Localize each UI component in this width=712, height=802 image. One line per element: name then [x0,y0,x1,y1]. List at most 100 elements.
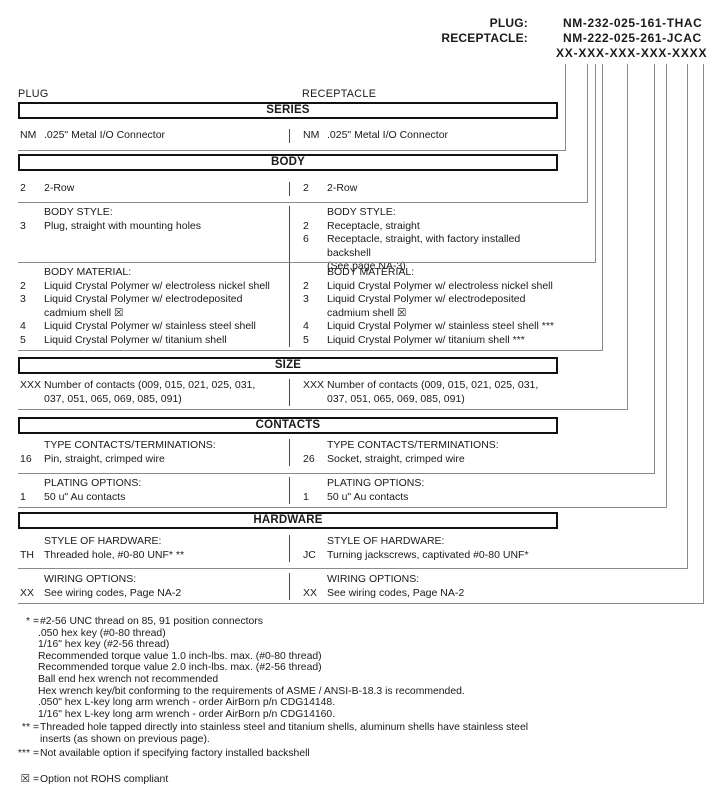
option-desc: Pin, straight, crimped wire [44,452,165,465]
option-code: JC [303,548,316,561]
body-material-receptacle-column: BODY MATERIAL: 2 Liquid Crystal Polymer … [290,266,565,347]
footnote-marker: ** [21,722,30,733]
list-item: 5 Liquid Crystal Polymer w/ titanium she… [20,334,289,348]
option-desc: See wiring codes, Page NA-2 [327,586,465,599]
list-item: TH Threaded hole, #0-80 UNF* ** [20,549,289,563]
option-code: NM [303,129,320,141]
separator-contacts-type [18,473,655,474]
option-code: XXX [303,379,325,391]
connector-line-contacts-plating [666,64,667,508]
receptacle-label: RECEPTACLE: [441,31,528,45]
footnote-marker: *** [17,748,30,759]
option-desc: Liquid Crystal Polymer w/ electrodeposit… [44,293,243,319]
group-label: BODY STYLE: [327,206,396,218]
separator-contacts-plating [18,507,667,508]
option-code: 2 [303,182,309,194]
body-style-receptacle-column: BODY STYLE: 2 Receptacle, straight 6 Rec… [290,206,565,274]
body-row-plug-column: 2 2-Row [18,182,290,196]
option-desc: Receptacle, straight, with factory insta… [327,233,521,272]
separator-hardware-wiring [18,603,704,604]
section-header-series: SERIES [18,102,558,119]
section-header-body: BODY [18,154,558,171]
body-row-count-row: 2 2-Row 2 2-Row [18,182,565,196]
group-label: WIRING OPTIONS: [327,573,420,585]
list-item: 5 Liquid Crystal Polymer w/ titanium she… [303,334,565,348]
option-code: XX [20,586,35,599]
size-row: XXX Number of contacts (009, 015, 021, 0… [18,379,565,406]
option-code: 1 [303,490,309,503]
option-code: 4 [303,320,309,332]
option-code: 2 [20,279,26,292]
option-desc: 2-Row [327,182,358,194]
footnote-subline: Recommended torque value 2.0 inch-lbs. m… [38,662,322,674]
group-label: TYPE CONTACTS/TERMINATIONS: [327,439,499,451]
hardware-style-receptacle-column: STYLE OF HARDWARE: JC Turning jackscrews… [290,535,565,562]
receptacle-part-number: NM-222-025-261-JCAC [563,31,702,45]
connector-line-size [627,64,628,410]
option-code: 1 [20,490,26,503]
option-desc: Plug, straight with mounting holes [44,219,202,232]
footnote-line: ☒ = Option not ROHS compliant [14,774,704,786]
list-item: 2 2-Row [303,182,565,196]
hardware-style-plug-column: STYLE OF HARDWARE: TH Threaded hole, #0-… [18,535,290,562]
list-item: XX See wiring codes, Page NA-2 [20,587,289,601]
list-item: 2 Liquid Crystal Polymer w/ electroless … [303,280,565,294]
option-desc: 2-Row [44,182,75,194]
plug-label: PLUG: [489,16,528,30]
option-desc: .025" Metal I/O Connector [327,129,449,141]
list-item: XXX Number of contacts (009, 015, 021, 0… [20,379,289,406]
option-code: 5 [20,333,26,346]
not-rohs-icon: ☒ [20,774,30,785]
series-receptacle-column: NM .025" Metal I/O Connector [290,129,565,143]
option-desc: Liquid Crystal Polymer w/ electroless ni… [44,279,270,292]
option-desc: Liquid Crystal Polymer w/ stainless stee… [327,320,555,332]
footnote-subline: 1/16" hex key (#2-56 thread) [38,639,170,651]
footnote-subline: .050 hex key (#0-80 thread) [38,627,166,639]
footnote-text: #2-56 UNC thread on 85, 91 position conn… [40,616,263,627]
option-code: XX [303,586,318,599]
group-label: BODY MATERIAL: [327,266,415,278]
group-label: BODY STYLE: [44,206,113,218]
footnote-subline: Ball end hex wrench not recommended [38,673,219,685]
list-item: 1 50 u" Au contacts [303,491,565,505]
option-desc: See wiring codes, Page NA-2 [44,586,182,599]
list-item: 3 Plug, straight with mounting holes [20,220,289,234]
footnote-subline: Recommended torque value 1.0 inch-lbs. m… [38,650,322,662]
footnote-marker: * [25,616,30,627]
group-label: PLATING OPTIONS: [327,477,425,489]
connector-line-body-style [595,64,596,263]
option-code: NM [20,129,37,141]
list-item: 16 Pin, straight, crimped wire [20,453,289,467]
separator-series [18,150,566,151]
part-number-mask-row: XX-XXX-XXX-XXX-XXXX [0,46,712,61]
option-desc: Number of contacts (009, 015, 021, 025, … [327,379,539,405]
contacts-plating-receptacle-column: PLATING OPTIONS: 1 50 u" Au contacts [290,477,565,504]
list-item: XXX Number of contacts (009, 015, 021, 0… [303,379,565,406]
footnote-triplestar: *** = Not available option if specifying… [14,748,704,760]
connector-line-body-material [602,64,603,351]
option-desc: Socket, straight, crimped wire [327,452,465,465]
list-item: XX See wiring codes, Page NA-2 [303,587,565,601]
option-code: 26 [303,452,315,465]
body-material-plug-column: BODY MATERIAL: 2 Liquid Crystal Polymer … [18,266,290,347]
footnote-line: * = #2-56 UNC thread on 85, 91 position … [14,616,704,628]
body-row-receptacle-column: 2 2-Row [290,182,565,196]
list-item: 4 Liquid Crystal Polymer w/ stainless st… [20,320,289,334]
option-code: 2 [303,219,309,232]
footnote-line: *** = Not available option if specifying… [14,748,704,760]
list-item: 2 2-Row [20,182,289,196]
option-desc: Liquid Crystal Polymer w/ electroless ni… [327,279,553,292]
hardware-style-row: STYLE OF HARDWARE: TH Threaded hole, #0-… [18,535,565,562]
body-style-plug-column: BODY STYLE: 3 Plug, straight with mounti… [18,206,290,274]
separator-hardware-style [18,568,688,569]
option-desc: Number of contacts (009, 015, 021, 025, … [44,379,256,405]
section-header-contacts: CONTACTS [18,417,558,434]
footnote-text: Option not ROHS compliant [40,774,169,785]
body-style-row: BODY STYLE: 3 Plug, straight with mounti… [18,206,565,274]
option-code: 16 [20,452,32,465]
plug-column-header: PLUG [18,88,49,100]
option-desc: .025" Metal I/O Connector [44,129,166,141]
part-number-mask: XX-XXX-XXX-XXX-XXXX [556,46,708,60]
footnote-star: * = #2-56 UNC thread on 85, 91 position … [14,616,704,720]
connector-line-series [565,64,566,151]
